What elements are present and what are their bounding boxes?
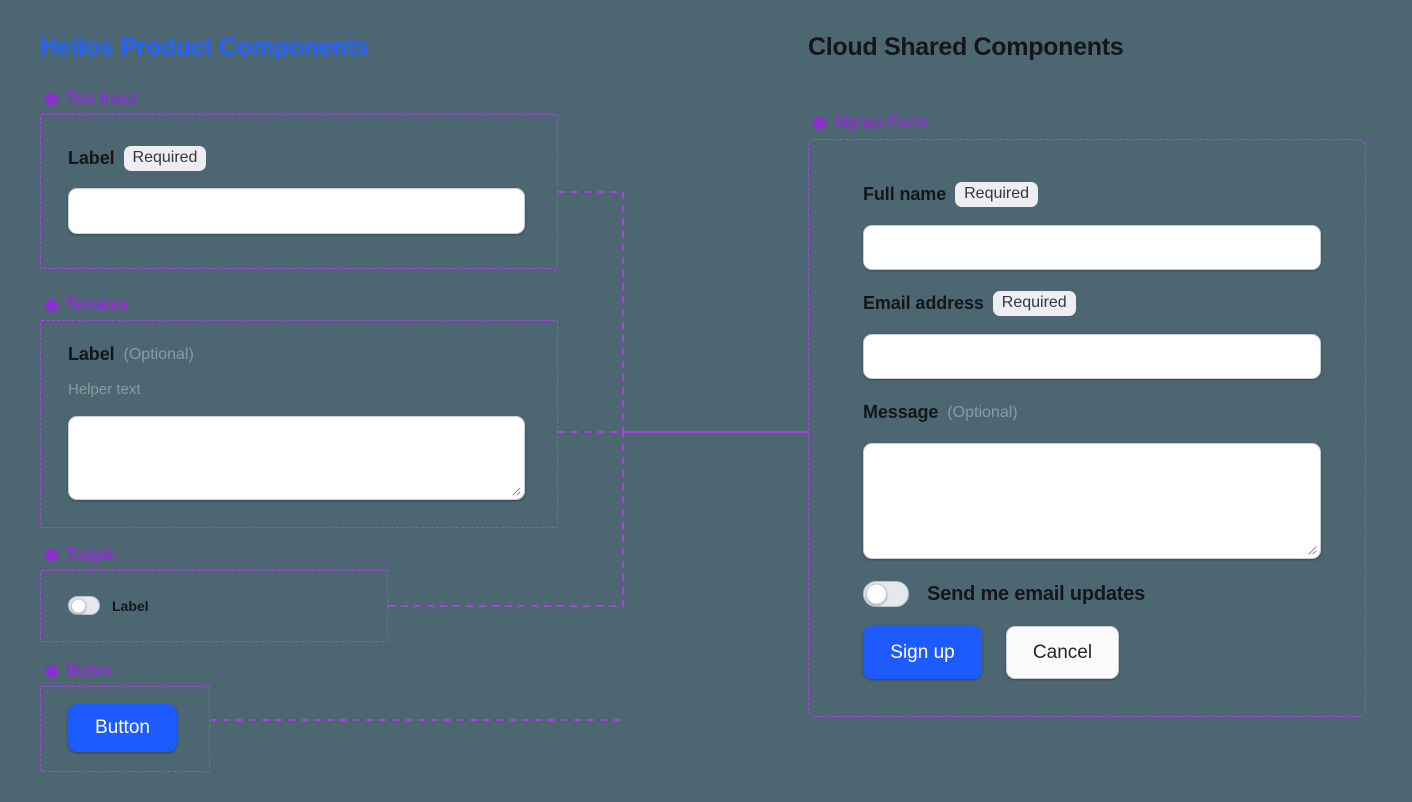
message-field-wrap xyxy=(863,443,1321,559)
message-textarea[interactable] xyxy=(863,443,1321,559)
section-caption-button: Button xyxy=(44,662,113,680)
text-input-field-wrap xyxy=(68,188,525,234)
textarea-label-row: Label (Optional) xyxy=(68,344,194,365)
textarea-label: Label xyxy=(68,344,115,364)
full-name-field-wrap xyxy=(863,225,1321,270)
email-label: Email address xyxy=(863,292,984,313)
frame-button xyxy=(40,686,210,772)
textarea-optional-tag: (Optional) xyxy=(123,345,194,363)
diamond-icon xyxy=(44,547,59,563)
email-input[interactable] xyxy=(863,334,1321,379)
toggle-label-small: Label xyxy=(112,597,149,614)
text-input-required-badge: Required xyxy=(123,146,207,171)
section-caption-textarea: Textarea xyxy=(44,296,128,314)
toggle-knob xyxy=(71,598,86,613)
message-optional-tag: (Optional) xyxy=(947,403,1018,421)
diamond-icon xyxy=(44,297,59,313)
left-panel-title: Helios Product Components xyxy=(40,33,369,61)
diamond-icon xyxy=(44,663,59,679)
text-input-label: Label xyxy=(68,147,115,168)
toggle-row-small[interactable]: Label xyxy=(68,596,149,615)
email-updates-toggle[interactable] xyxy=(863,581,909,607)
section-caption-label: Text Input xyxy=(66,90,137,107)
full-name-required-badge: Required xyxy=(955,182,1039,207)
section-caption-signup-form: Signup Form xyxy=(812,114,927,132)
email-required-badge: Required xyxy=(992,291,1076,316)
section-caption-label: Button xyxy=(66,662,113,679)
textarea-field[interactable] xyxy=(68,416,525,500)
email-field-wrap xyxy=(863,334,1321,379)
message-label-row: Message (Optional) xyxy=(863,402,1018,423)
frame-signup-form xyxy=(808,139,1366,717)
frame-toggle xyxy=(40,570,388,642)
frame-text-input xyxy=(40,114,558,269)
email-updates-toggle-label: Send me email updates xyxy=(927,582,1146,605)
text-input-label-row: Label Required xyxy=(68,146,207,171)
email-label-row: Email address Required xyxy=(863,291,1076,316)
full-name-input[interactable] xyxy=(863,225,1321,270)
right-panel-title: Cloud Shared Components xyxy=(808,33,1124,61)
toggle-knob xyxy=(866,583,887,605)
section-caption-text-input: Text Input xyxy=(44,90,136,108)
textarea-field-wrap xyxy=(68,416,525,500)
sign-up-button[interactable]: Sign up xyxy=(863,626,982,679)
demo-button[interactable]: Button xyxy=(68,704,177,752)
section-caption-label: Toggle xyxy=(66,546,114,563)
cancel-button[interactable]: Cancel xyxy=(1006,626,1119,679)
section-caption-label: Signup Form xyxy=(834,114,927,131)
section-caption-toggle: Toggle xyxy=(44,546,114,564)
email-updates-toggle-row[interactable]: Send me email updates xyxy=(863,581,1145,607)
full-name-label-row: Full name Required xyxy=(863,182,1039,207)
toggle-switch-small[interactable] xyxy=(68,596,100,615)
diamond-icon xyxy=(44,91,59,107)
textarea-helper-text: Helper text xyxy=(68,381,141,398)
frame-textarea xyxy=(40,320,558,528)
diamond-icon xyxy=(812,115,827,131)
full-name-label: Full name xyxy=(863,183,947,204)
message-label: Message xyxy=(863,402,939,422)
section-caption-label: Textarea xyxy=(66,296,129,313)
text-input-field[interactable] xyxy=(68,188,525,234)
